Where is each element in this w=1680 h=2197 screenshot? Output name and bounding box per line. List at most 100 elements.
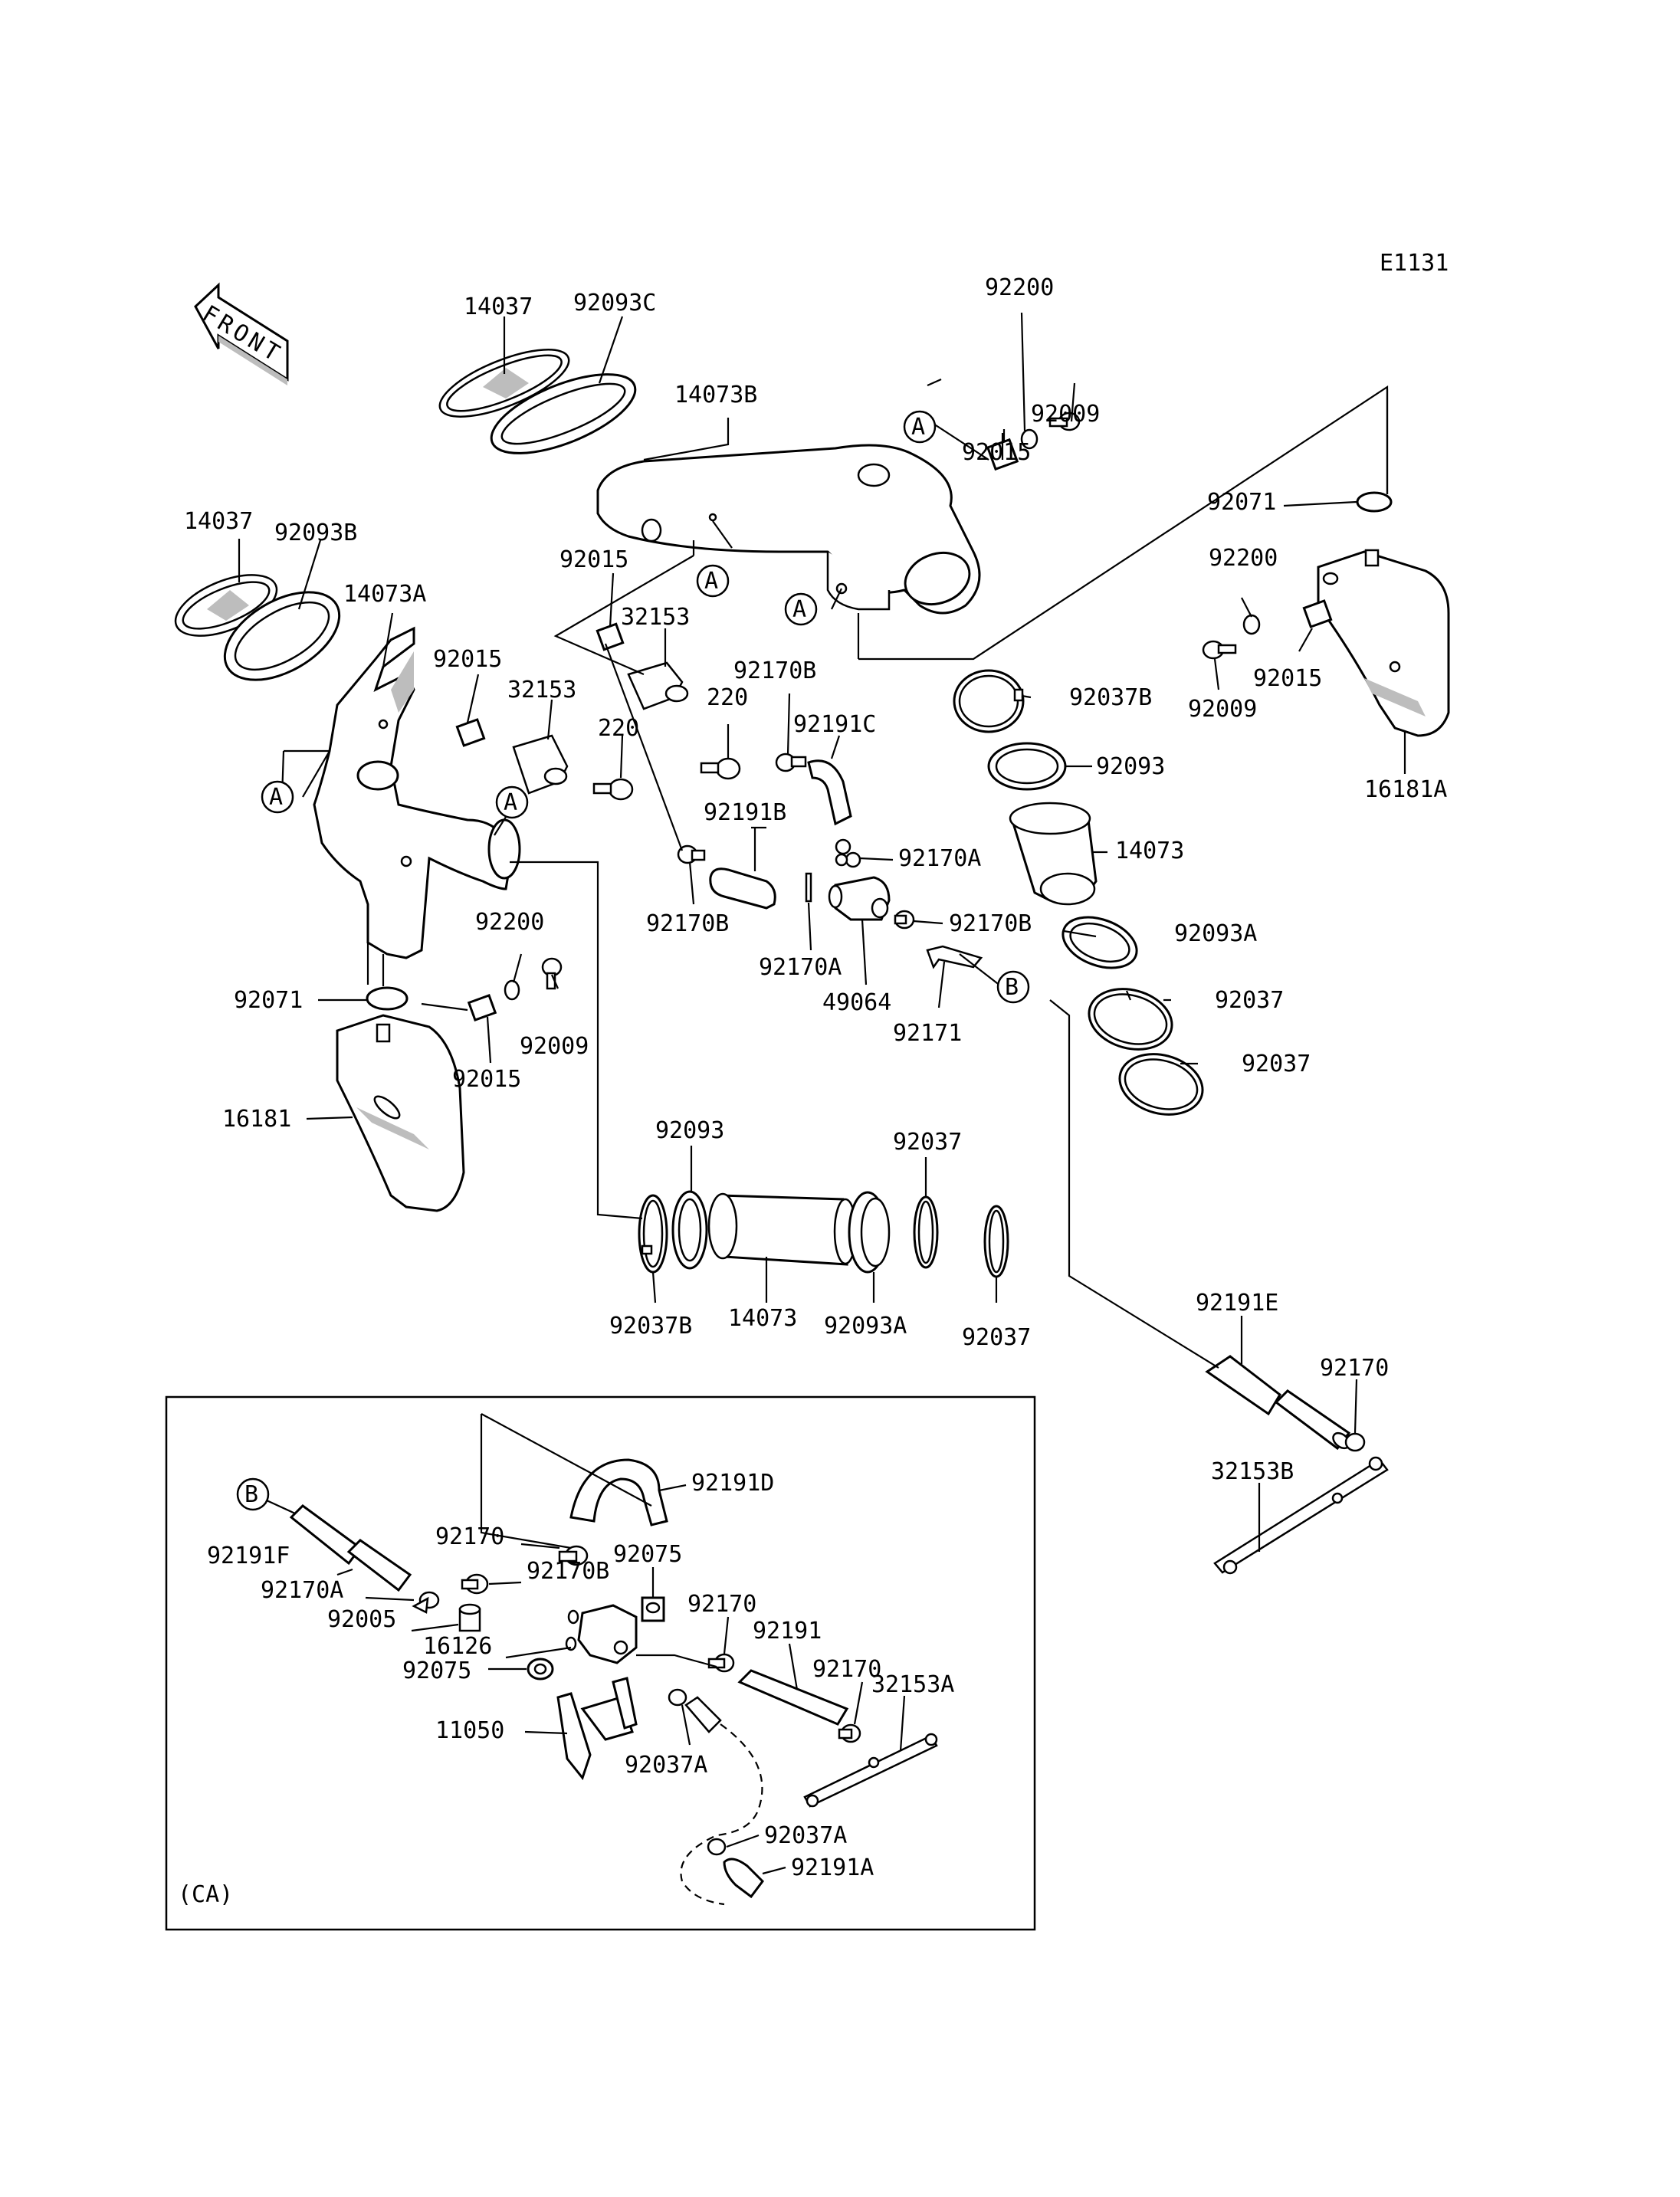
callout: 92170 bbox=[1320, 1355, 1389, 1382]
callout: 92170 bbox=[435, 1523, 504, 1550]
gasket-14037-upper bbox=[438, 349, 570, 418]
callout: 92170B bbox=[949, 910, 1032, 937]
callout: 92191C bbox=[793, 711, 876, 738]
callout: 14037 bbox=[184, 508, 253, 535]
callout: 92191D bbox=[691, 1470, 774, 1497]
callout: 92037 bbox=[962, 1324, 1031, 1351]
collar-92015-mid bbox=[596, 622, 625, 651]
clamp-92037-right-1 bbox=[1088, 988, 1173, 1051]
callout: 92037B bbox=[1069, 684, 1152, 711]
clamp-92037-lower-1 bbox=[913, 1195, 939, 1269]
pipe-32153b bbox=[1213, 1456, 1389, 1575]
hose-92191e bbox=[1205, 1355, 1351, 1451]
bracket-92171 bbox=[926, 945, 983, 969]
grommet-92071-top bbox=[1356, 491, 1393, 513]
callout: 92009 bbox=[1031, 401, 1100, 428]
bracket-32153-lower bbox=[512, 734, 569, 795]
fitting-92005 bbox=[458, 1603, 481, 1632]
collar-92015-right bbox=[1302, 599, 1333, 628]
grommet-92075-lower bbox=[527, 1658, 554, 1681]
callout: 92170 bbox=[687, 1591, 756, 1618]
callout: 92200 bbox=[985, 274, 1054, 301]
callout: 92015 bbox=[559, 546, 628, 573]
callout: 92071 bbox=[1207, 489, 1276, 516]
hose-segment-inset bbox=[684, 1696, 722, 1733]
callout: 92075 bbox=[613, 1541, 682, 1568]
svg-text:A: A bbox=[704, 568, 718, 595]
hose-route-dashed bbox=[680, 1723, 763, 1906]
callout: 32153A bbox=[871, 1671, 954, 1698]
ref-marker-a-1: A bbox=[903, 410, 937, 444]
callout: 92170B bbox=[646, 910, 729, 937]
callout: 92093C bbox=[573, 290, 656, 316]
svg-text:A: A bbox=[504, 789, 517, 816]
callout: 92170B bbox=[733, 657, 816, 684]
clamp-92037-right-2 bbox=[1118, 1053, 1204, 1116]
callout: 220 bbox=[598, 715, 639, 742]
gasket-14037-lower bbox=[174, 574, 278, 637]
clamp-92037-lower-2 bbox=[983, 1205, 1009, 1278]
bolt-92009-lower bbox=[541, 957, 563, 990]
callout: 92075 bbox=[402, 1658, 471, 1684]
ref-marker-b-2: B bbox=[236, 1477, 270, 1511]
callout: 92009 bbox=[1188, 696, 1257, 723]
hose-92191b bbox=[709, 867, 776, 910]
callout: 14073A bbox=[343, 581, 426, 608]
ref-marker-a-3: A bbox=[784, 592, 818, 626]
bolt-92009-right bbox=[1202, 640, 1237, 660]
callout: 16126 bbox=[423, 1633, 492, 1660]
clamp-92170b-right bbox=[894, 910, 915, 930]
hose-92191c bbox=[807, 759, 852, 826]
callout: 14037 bbox=[464, 293, 533, 320]
callout: 92170 bbox=[812, 1656, 881, 1683]
hose-92191f bbox=[289, 1504, 412, 1592]
callout: 92071 bbox=[234, 987, 303, 1014]
pipe-32153a bbox=[803, 1733, 938, 1808]
clamp-92170b-top bbox=[775, 753, 807, 772]
washer-92200-top bbox=[1020, 428, 1039, 450]
air-duct-14073a bbox=[313, 626, 521, 959]
callout: 92170A bbox=[898, 845, 981, 872]
callout: 92200 bbox=[1209, 545, 1278, 572]
seal-92093-lower bbox=[671, 1190, 708, 1270]
callout: 92037A bbox=[764, 1822, 847, 1849]
leader-lines bbox=[238, 312, 1406, 1552]
screw-220-upper bbox=[700, 757, 741, 780]
screw-220-lower bbox=[592, 778, 634, 801]
svg-text:A: A bbox=[792, 596, 806, 623]
ca-inset: (CA) bbox=[165, 1395, 1036, 1931]
callout: 92093 bbox=[1096, 753, 1165, 780]
callout: 220 bbox=[707, 684, 748, 711]
ca-inset-frame bbox=[165, 1395, 1036, 1931]
svg-text:B: B bbox=[244, 1481, 258, 1508]
tube-14073-lower bbox=[707, 1192, 858, 1266]
callout: 92037 bbox=[1215, 987, 1284, 1014]
svg-text:A: A bbox=[911, 414, 925, 441]
seal-92093a-right bbox=[1061, 916, 1138, 969]
callout: 32153 bbox=[507, 677, 576, 703]
svg-text:A: A bbox=[269, 784, 283, 811]
front-arrow-icon: FRONT bbox=[194, 282, 289, 385]
callout: 92093A bbox=[1174, 920, 1257, 947]
svg-text:B: B bbox=[1005, 974, 1019, 1001]
callout: 16181A bbox=[1364, 776, 1447, 803]
callout: 92037 bbox=[1242, 1051, 1311, 1077]
callout: 92005 bbox=[327, 1606, 396, 1633]
clamp-92170-inset-mid bbox=[707, 1653, 735, 1673]
clamp-92170a-mid bbox=[835, 838, 861, 868]
washer-92200-lower bbox=[504, 979, 520, 1001]
ref-marker-b-1: B bbox=[996, 970, 1030, 1004]
callout: 92170A bbox=[759, 954, 842, 981]
callout: 92170B bbox=[527, 1558, 609, 1585]
callout: 11050 bbox=[435, 1717, 504, 1744]
callout: 92170A bbox=[261, 1577, 343, 1604]
callout: 92093A bbox=[824, 1313, 907, 1340]
clamp-92037b-lower bbox=[638, 1194, 668, 1274]
grommet-92071-left bbox=[366, 986, 409, 1011]
resonator-16181 bbox=[336, 1014, 465, 1212]
clamp-92170-right bbox=[1344, 1432, 1366, 1452]
resonator-16181a bbox=[1317, 549, 1450, 737]
ref-marker-a-2: A bbox=[696, 564, 730, 598]
air-duct-14073b bbox=[596, 444, 981, 615]
